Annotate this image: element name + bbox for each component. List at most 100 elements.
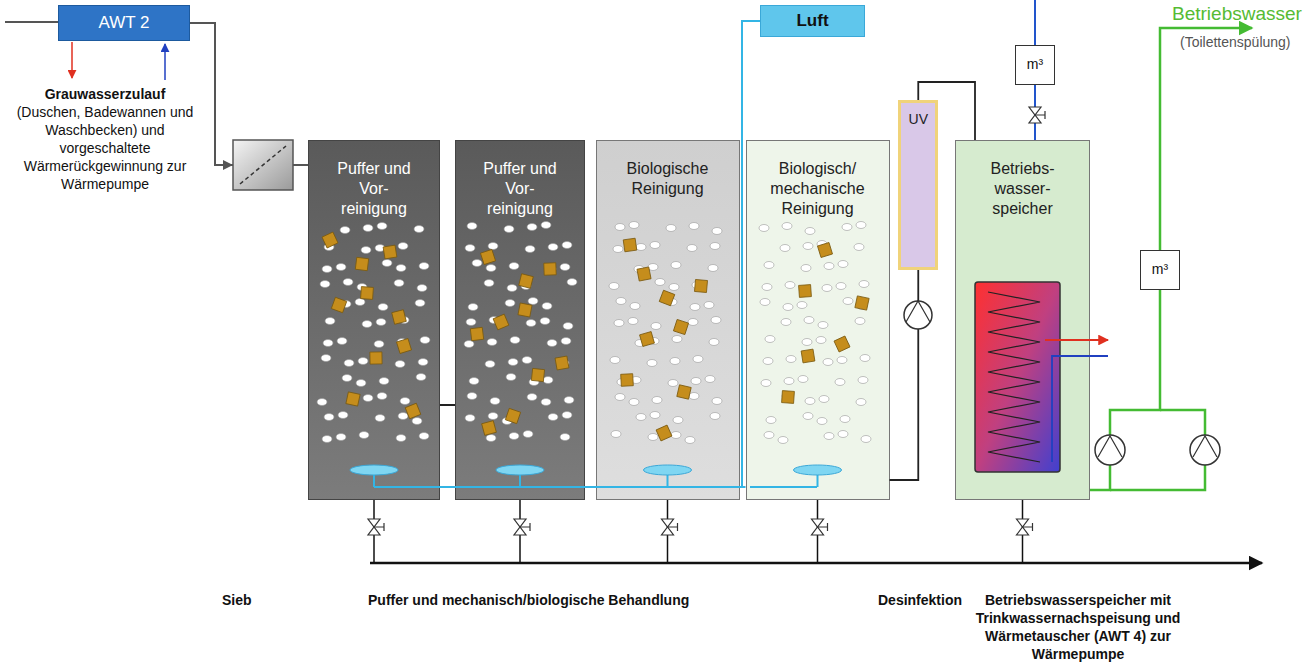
inflow-pipe	[5, 21, 58, 23]
flow-arrowhead	[223, 160, 233, 170]
air-bubble	[778, 437, 788, 444]
air-bubble	[485, 361, 495, 368]
air-bubble	[320, 281, 330, 288]
air-bubble	[563, 323, 573, 330]
air-bubble	[419, 263, 429, 270]
valve-symbol	[1017, 519, 1033, 535]
air-bubble	[527, 224, 537, 231]
air-bubble	[628, 318, 638, 325]
air-bubble	[548, 414, 558, 421]
air-bubble	[505, 300, 515, 307]
sieve-symbol	[233, 140, 293, 190]
air-bubble	[666, 225, 676, 232]
air-bubble	[615, 224, 625, 231]
air-bubble	[816, 337, 826, 344]
carrier-media	[480, 249, 495, 264]
air-bubble	[469, 378, 479, 385]
air-bubble	[693, 356, 703, 363]
air-bubble	[467, 223, 477, 230]
pipe-connector	[742, 21, 760, 487]
air-bubble	[398, 243, 408, 250]
air-bubble	[805, 228, 815, 235]
air-bubble	[712, 398, 722, 405]
heat-exchanger	[975, 282, 1060, 472]
air-bubble	[486, 265, 496, 272]
air-bubble	[822, 285, 832, 292]
carrier-media	[544, 263, 556, 275]
air-pipe	[750, 486, 817, 488]
air-bubble	[647, 360, 657, 367]
air-bubble	[652, 397, 662, 404]
air-bubble	[766, 417, 776, 424]
air-bubble	[836, 283, 846, 290]
air-bubble	[842, 224, 852, 231]
heat-out-arrow	[1045, 339, 1108, 341]
carrier-media	[519, 274, 534, 289]
air-bubble	[564, 397, 574, 404]
air-bubble	[363, 395, 373, 402]
air-bubble	[786, 356, 796, 363]
air-bubble	[540, 318, 550, 325]
air-bubble	[416, 374, 426, 381]
air-bubble	[561, 338, 571, 345]
pipe-connector	[740, 21, 761, 487]
carrier-media	[673, 319, 688, 334]
air-bubble	[670, 358, 680, 365]
drain-pipe	[370, 562, 1262, 565]
air-bubble	[854, 244, 864, 251]
air-bubble	[611, 431, 621, 438]
air-bubble	[541, 399, 551, 406]
carrier-media	[361, 287, 374, 300]
carrier-media	[383, 245, 397, 259]
heat-out-arrow	[71, 42, 73, 78]
air-bubble	[363, 225, 373, 232]
node-text: Biologisch/ mechanische Reinigung	[766, 159, 870, 219]
carrier-media	[470, 327, 483, 340]
air-bubble	[344, 360, 354, 367]
air-bubble	[508, 359, 518, 366]
air-bubble	[636, 414, 646, 421]
air-bubble	[671, 432, 681, 439]
carrier-media	[656, 425, 672, 441]
air-bubble	[375, 415, 385, 422]
carrier-media	[493, 314, 509, 330]
heat-in-arrow	[164, 44, 166, 80]
air-bubble	[689, 223, 699, 230]
air-pipe	[667, 474, 669, 487]
air-bubble	[838, 261, 848, 268]
air-diffuser	[794, 465, 842, 475]
air-bubble	[805, 398, 815, 405]
pump-symbol	[904, 301, 932, 329]
air-bubble	[361, 247, 371, 254]
carrier-media	[855, 296, 869, 310]
air-bubble	[687, 245, 697, 252]
valve-symbol	[368, 519, 384, 535]
air-bubble	[398, 413, 408, 420]
carrier-media	[482, 421, 497, 436]
air-bubble	[488, 243, 498, 250]
air-bubble	[804, 317, 814, 324]
carrier-media	[392, 310, 407, 325]
air-bubble	[838, 431, 848, 438]
air-bubble	[504, 226, 514, 233]
air-bubble	[615, 394, 625, 401]
air-bubble	[705, 376, 715, 383]
carrier-media	[518, 303, 532, 317]
air-diffuser	[496, 465, 544, 475]
water-meter: m³	[1140, 250, 1180, 290]
air-bubble	[325, 318, 335, 325]
inflow-note: (Duschen, Badewannen und Waschbecken) un…	[15, 104, 195, 194]
air-bubble	[336, 434, 346, 441]
air-bubble	[343, 279, 353, 286]
air-bubble	[487, 339, 497, 346]
air-bubble	[764, 262, 774, 269]
air-bubble	[860, 355, 870, 362]
air-bubble	[710, 243, 720, 250]
valve-symbol	[812, 519, 828, 535]
air-bubble	[803, 413, 813, 420]
air-bubble	[486, 435, 496, 442]
air-bubble	[420, 337, 430, 344]
carrier-media	[555, 356, 569, 370]
water-meter: m³	[1015, 45, 1055, 85]
carrier-media	[331, 297, 346, 312]
